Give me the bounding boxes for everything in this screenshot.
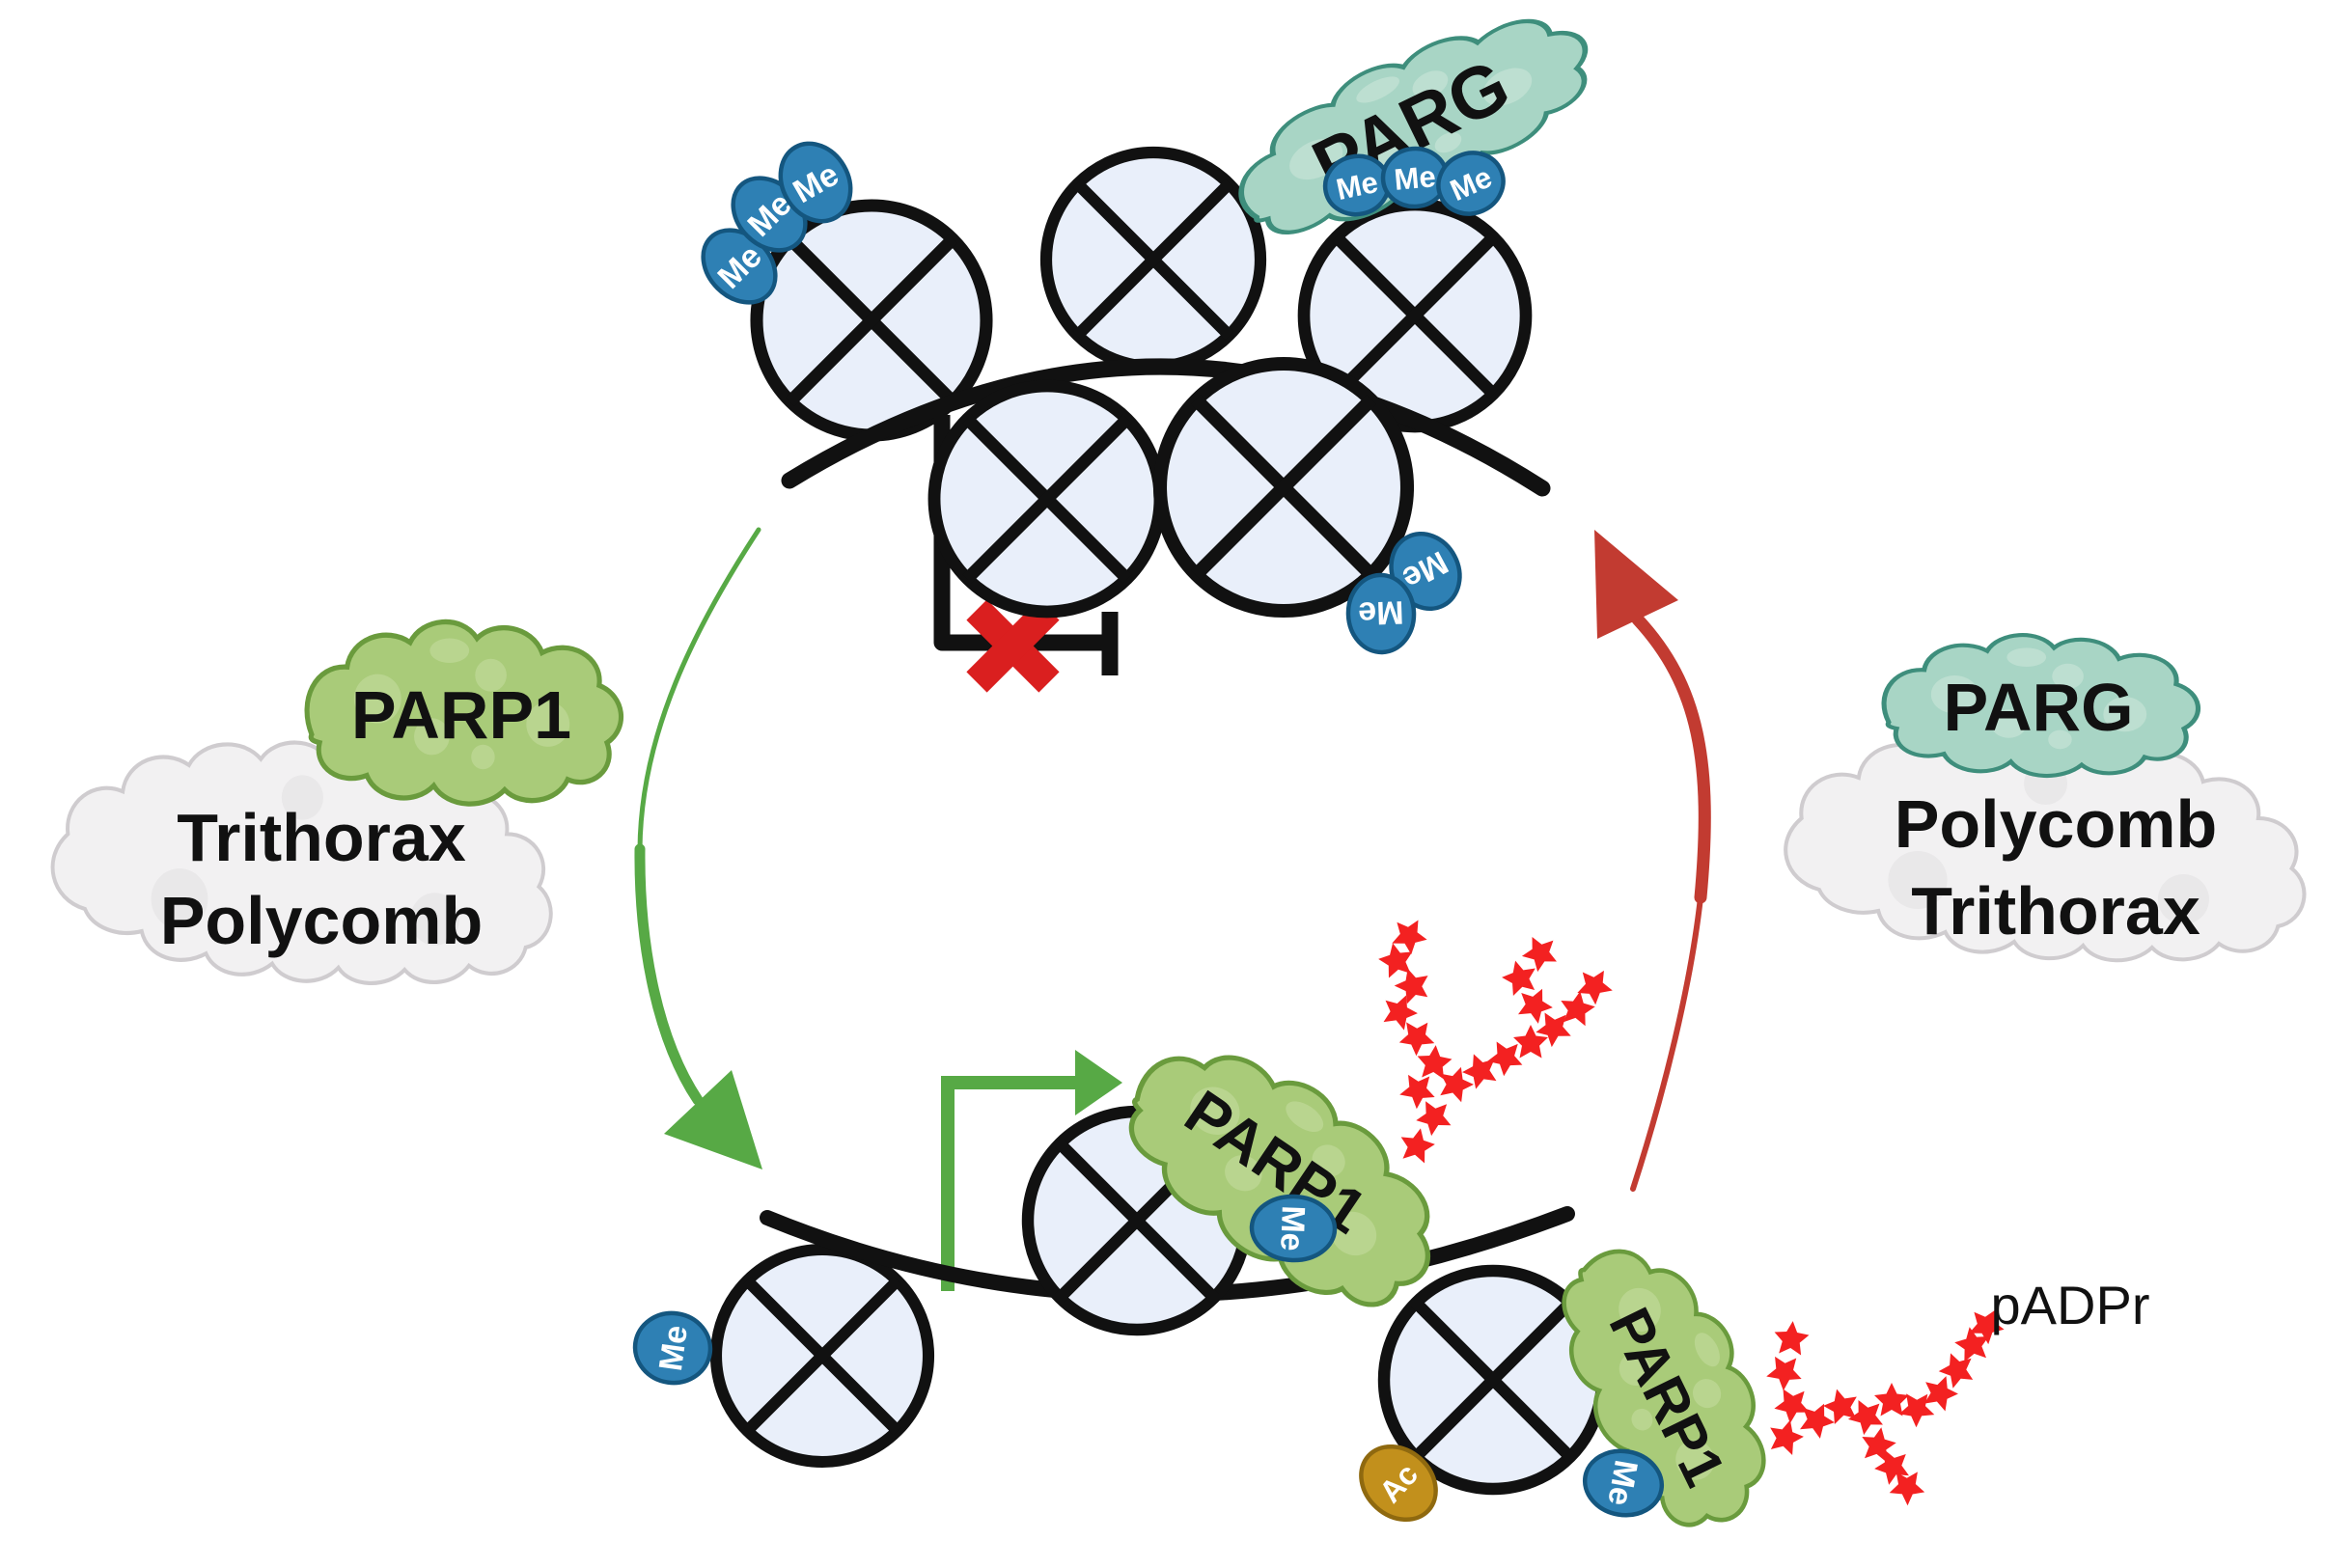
right-complex-member-polycomb: Polycomb [1895, 786, 2218, 862]
nucleosome-icon [1160, 364, 1407, 611]
methyl-mark-badge: Me [1436, 151, 1506, 216]
methyl-mark-badge: Me [1249, 1194, 1338, 1263]
methyl-mark-badge: Me [1345, 572, 1417, 655]
methyl-mark-badge: Me [632, 1310, 713, 1386]
parg-polycomb-trithorax-complex: PARG Polycomb Trithorax [1785, 635, 2304, 960]
padpr-label: pADPr [1991, 1275, 2150, 1335]
left-complex-member-trithorax: Trithorax [177, 800, 466, 875]
acetyl-mark-badge: Ac [1359, 1444, 1438, 1523]
svg-text:Me: Me [1393, 159, 1437, 197]
decondensation-arrow-green [634, 527, 762, 1169]
svg-text:Me: Me [1600, 1457, 1645, 1508]
green-arrowhead-icon [1075, 1050, 1122, 1115]
padpr-chain-icon [1761, 1301, 2011, 1510]
condensed-chromatin-cluster: PARG Me Me Me Me Me Me Me Me [701, 0, 1612, 693]
nucleosome-icon [716, 1250, 928, 1462]
active-transcription-arrow [941, 1050, 1122, 1291]
padpr-chain-icon [1375, 911, 1618, 1165]
green-arrowhead-icon [664, 1070, 762, 1169]
parp1-enzyme-label: PARP1 [351, 677, 571, 753]
svg-text:Me: Me [652, 1323, 695, 1373]
svg-text:Me: Me [1358, 593, 1405, 632]
right-complex-member-trithorax: Trithorax [1911, 873, 2200, 949]
methyl-mark-badge: Me [1322, 153, 1392, 217]
nucleosome-icon [934, 386, 1160, 612]
open-chromatin-cluster: PARP1 Me [632, 911, 2150, 1553]
methyl-mark-badge: Me [778, 141, 853, 224]
parp1-trithorax-polycomb-complex: PARP1 Trithorax Polycomb [53, 621, 622, 982]
dna-strand-top [781, 358, 1551, 497]
methyl-mark-badge: Me [1582, 1448, 1665, 1518]
parg-enzyme-label: PARG [1943, 670, 2133, 745]
repression-x-icon [966, 599, 1060, 693]
nucleosome-icon [1046, 152, 1260, 367]
methyl-mark-badge: Me [1380, 146, 1450, 209]
red-arrowhead-icon [1594, 530, 1678, 639]
left-complex-member-polycomb: Polycomb [160, 883, 484, 958]
svg-text:Me: Me [1273, 1205, 1312, 1252]
recondensation-arrow-red [1594, 530, 1711, 1192]
